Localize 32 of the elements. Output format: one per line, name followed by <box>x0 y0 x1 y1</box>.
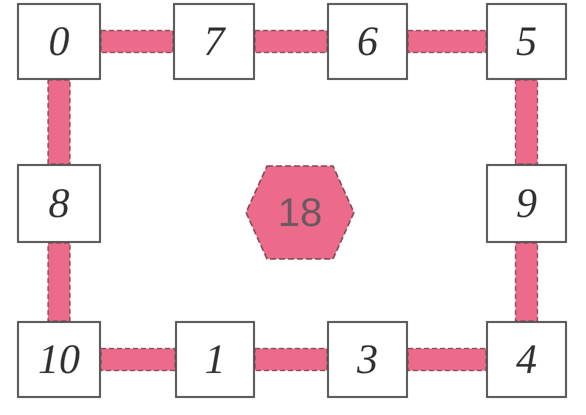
box-number: 0 <box>48 20 70 62</box>
number-box <box>486 3 567 80</box>
box-number: 1 <box>204 338 226 380</box>
box-number: 10 <box>38 338 80 380</box>
number-box <box>327 3 408 80</box>
number-box <box>17 164 101 243</box>
connector-bar <box>254 30 328 54</box>
box-number: 7 <box>204 20 224 62</box>
box-number: 9 <box>516 182 537 224</box>
connector-bar <box>47 79 71 165</box>
connector-bar <box>254 348 328 372</box>
box-number: 5 <box>516 20 537 62</box>
connector-bar <box>407 30 487 54</box>
connector-bar <box>100 348 176 372</box>
box-number: 6 <box>357 20 378 62</box>
connector-bar <box>514 242 538 322</box>
box-number: 3 <box>357 338 378 380</box>
number-box <box>173 3 255 80</box>
box-number: 4 <box>516 338 537 380</box>
number-box <box>486 321 567 398</box>
connector-bar <box>514 79 538 165</box>
number-box <box>17 321 101 398</box>
box-number: 8 <box>48 182 70 224</box>
number-box <box>327 321 408 398</box>
hexagon <box>245 165 355 260</box>
connector-bar <box>100 30 174 54</box>
number-box <box>486 164 567 243</box>
number-box <box>175 321 255 398</box>
number-box <box>17 3 101 80</box>
connector-bar <box>407 348 487 372</box>
hexagon-number: 18 <box>278 192 322 232</box>
connector-bar <box>47 242 71 322</box>
